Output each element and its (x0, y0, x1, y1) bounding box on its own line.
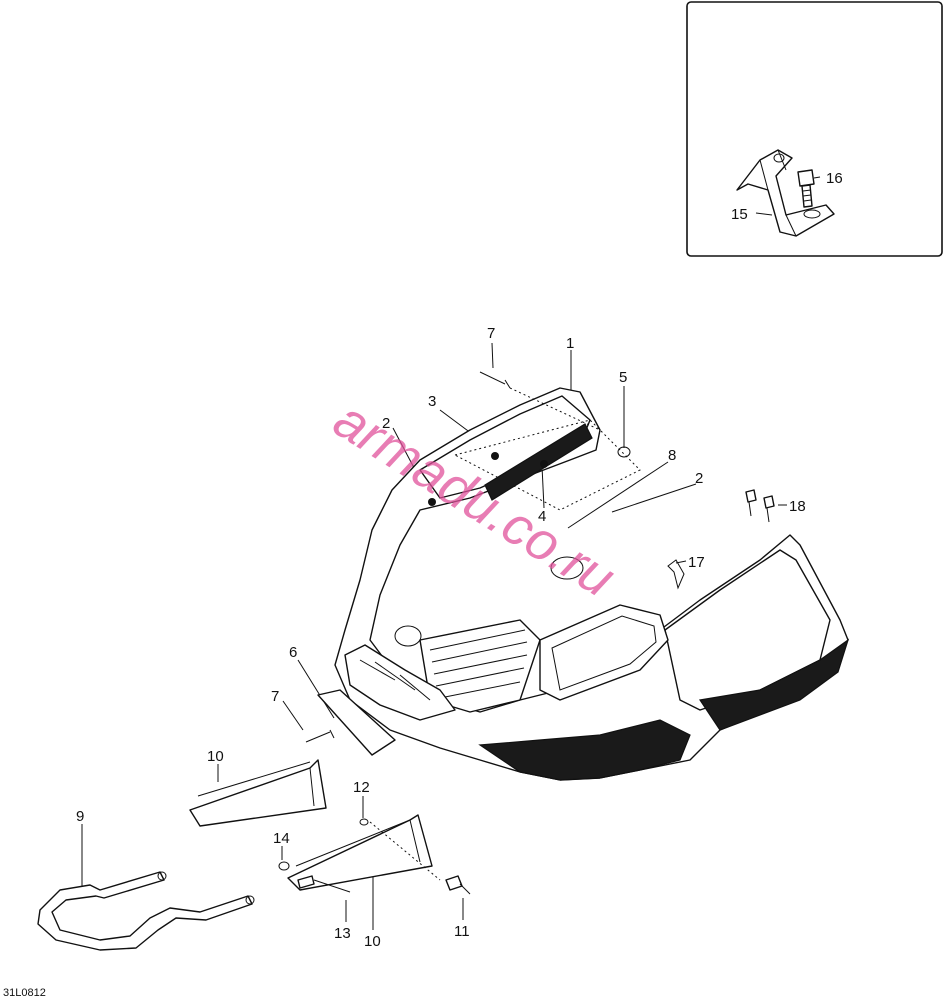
callout-labels: 16 15 1 7 5 3 2 4 8 2 17 18 6 7 10 9 12 … (76, 170, 843, 950)
callout-7-top: 7 (487, 325, 495, 342)
mesh-part-4 (484, 423, 593, 501)
leader-lines (81, 176, 821, 930)
callout-2-right: 2 (695, 470, 703, 487)
callout-10-upper: 10 (207, 748, 224, 765)
hood-assembly-part-1 (305, 371, 850, 781)
hardware-parts-11-14 (278, 818, 471, 895)
inset-bracket-part-15 (736, 149, 835, 237)
callout-5: 5 (619, 369, 627, 386)
inset-bolt-part-16 (797, 169, 815, 208)
handle-part-9 (37, 871, 255, 951)
callout-3: 3 (428, 393, 436, 410)
inset-box (686, 1, 943, 257)
callout-4: 4 (538, 508, 546, 525)
callout-12: 12 (353, 779, 370, 796)
document-id: 31L0812 (3, 987, 46, 999)
callout-6: 6 (289, 644, 297, 661)
callout-8: 8 (668, 447, 676, 464)
callout-15: 15 (731, 206, 748, 223)
callout-1: 1 (566, 335, 574, 352)
callout-17: 17 (688, 554, 705, 571)
callout-14: 14 (273, 830, 290, 847)
mesh-part-6 (317, 689, 396, 756)
callout-16: 16 (826, 170, 843, 187)
callout-10-lower: 10 (364, 933, 381, 950)
callout-13: 13 (334, 925, 351, 942)
callout-9: 9 (76, 808, 84, 825)
callout-11: 11 (454, 923, 470, 940)
callout-18: 18 (789, 498, 806, 515)
bracket-part-10-upper (189, 759, 327, 827)
callout-2-left: 2 (382, 415, 390, 432)
callout-7-bottom: 7 (271, 688, 279, 705)
bracket-part-10-lower (287, 814, 441, 891)
